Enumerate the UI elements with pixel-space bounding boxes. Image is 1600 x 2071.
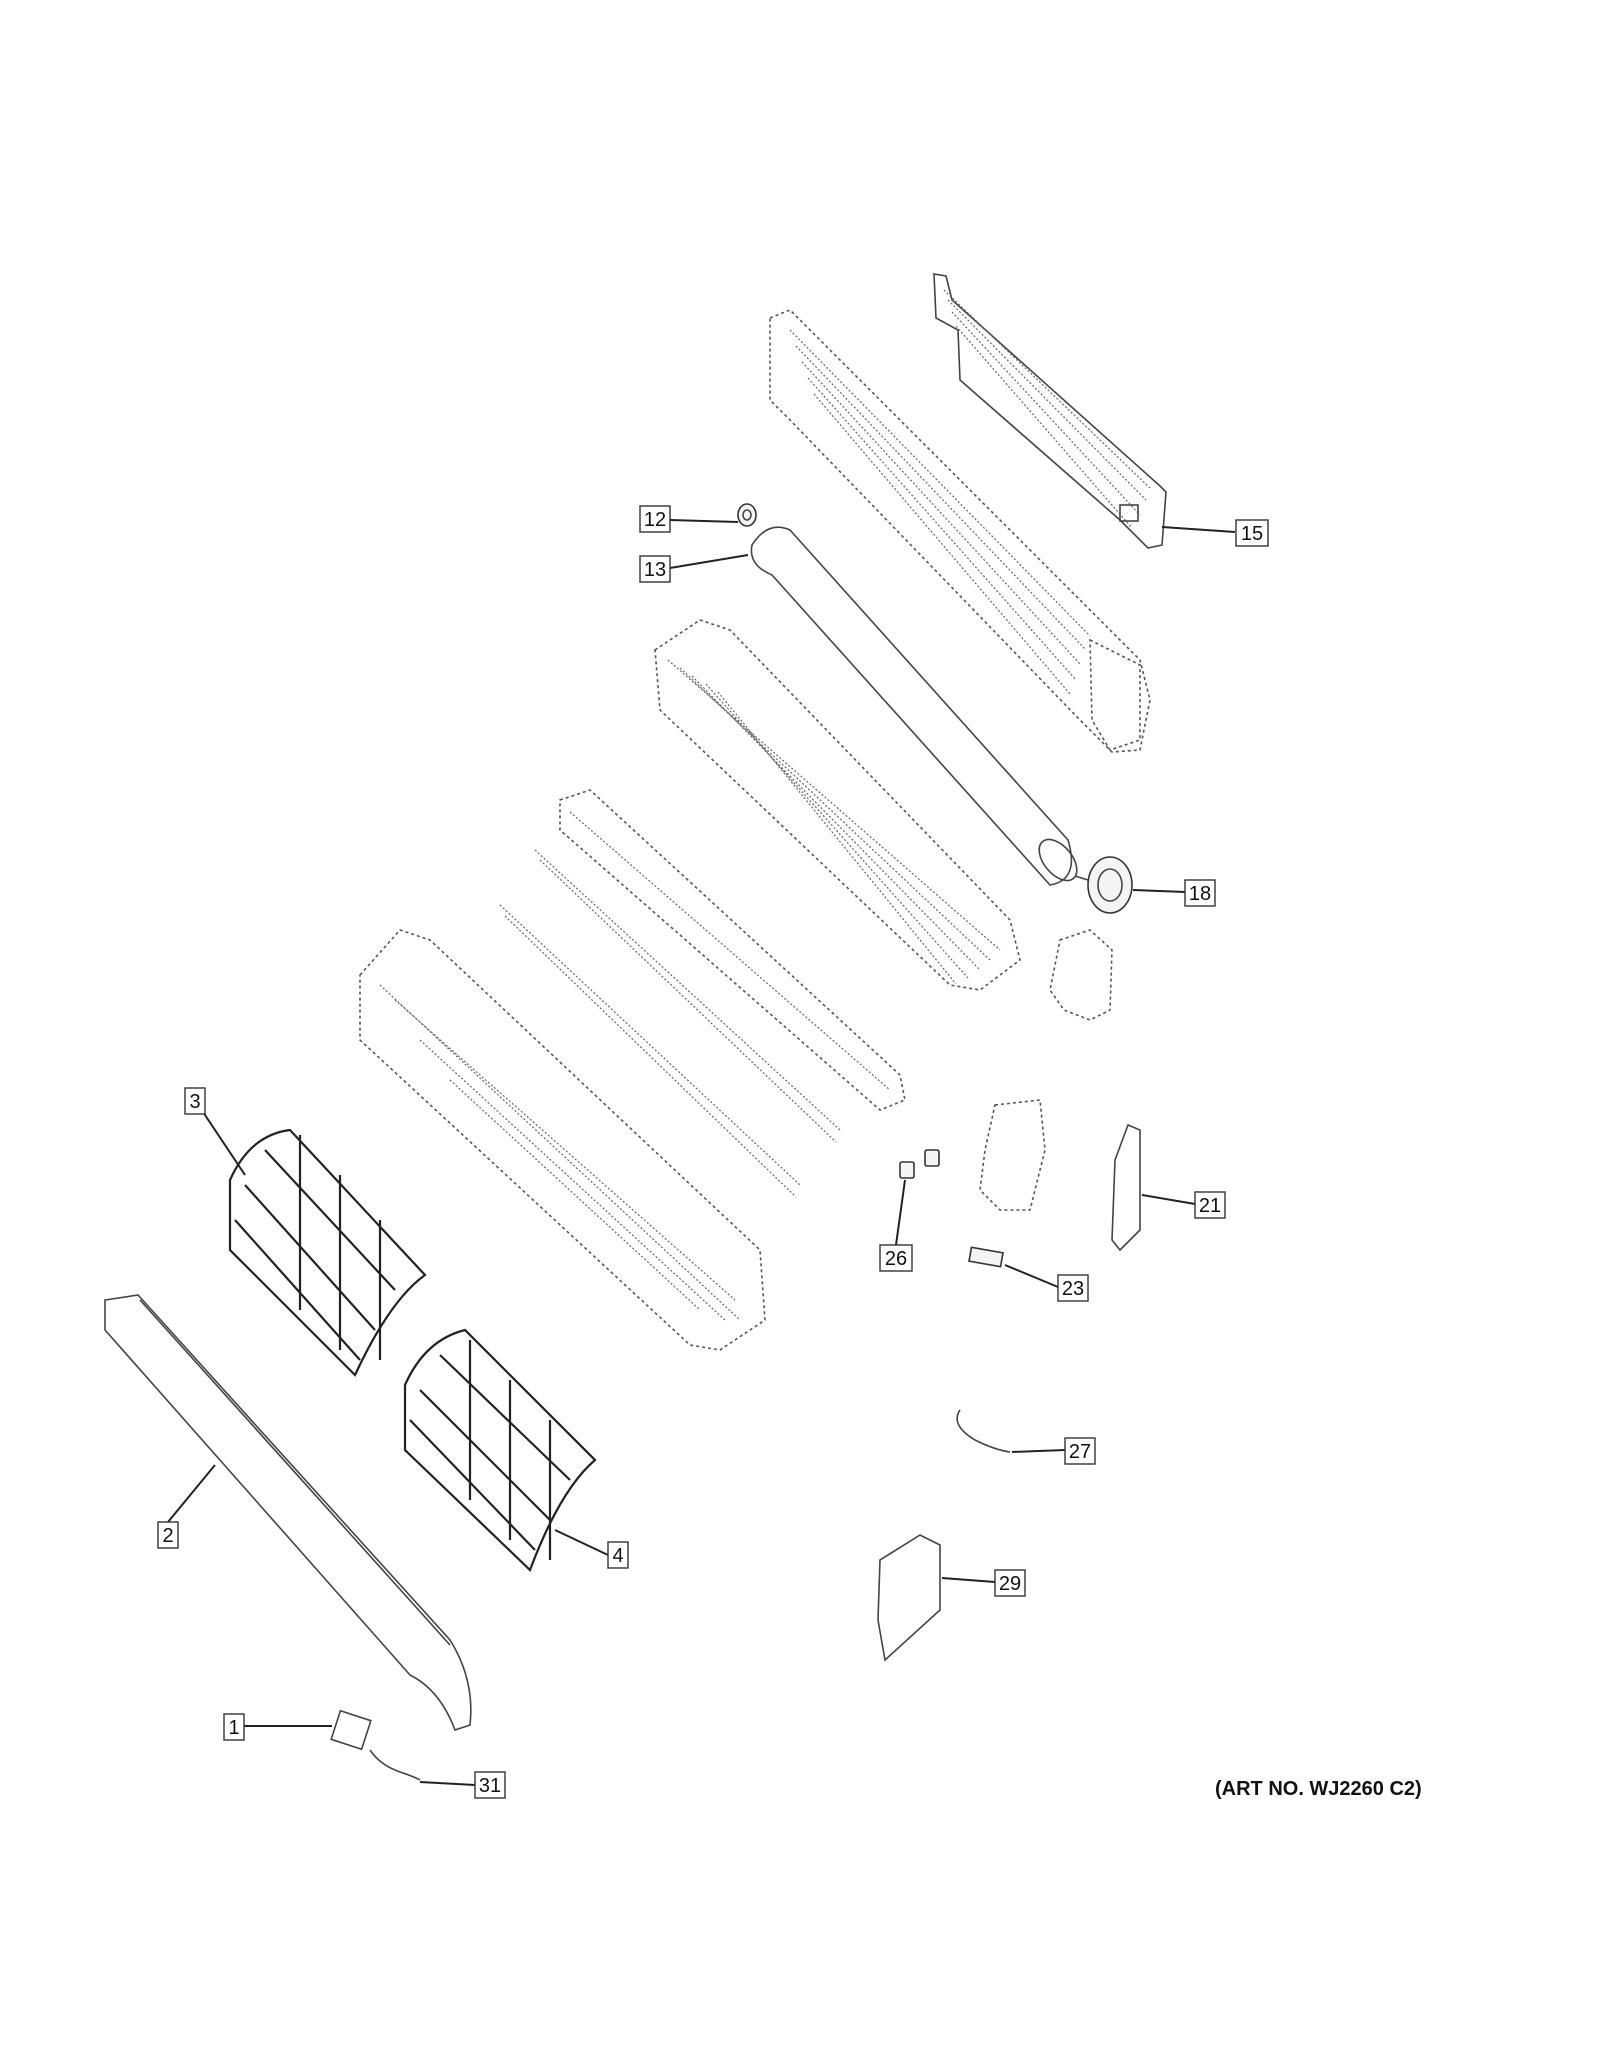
callout-31-label: 31 (479, 1775, 501, 1797)
callout-26: 26 (879, 1244, 913, 1272)
evaporator-coil (654, 619, 1021, 991)
part-3-air-filter-left (228, 1128, 427, 1377)
front-frame (359, 929, 766, 1351)
callout-4-label: 4 (612, 1545, 623, 1567)
art-number: (ART NO. WJ2260 C2) (1215, 1778, 1422, 1800)
callout-13: 13 (639, 555, 671, 583)
part-12-bearing (737, 503, 757, 527)
callout-4: 4 (607, 1541, 629, 1569)
callout-29: 29 (994, 1569, 1026, 1597)
control-box (979, 1099, 1046, 1211)
callout-23-label: 23 (1062, 1278, 1084, 1300)
part-23-terminal-block (968, 1246, 1004, 1268)
callout-2-label: 2 (162, 1525, 173, 1547)
callout-27-label: 27 (1069, 1441, 1091, 1463)
part-27-sensor-wire (956, 1409, 1011, 1453)
callout-18: 18 (1184, 879, 1216, 907)
chassis-housing (769, 309, 1151, 753)
part-13-blower-wheel (750, 526, 1078, 886)
motor-bracket (1049, 929, 1113, 1021)
callout-21-label: 21 (1199, 1195, 1221, 1217)
part-26-fittings (899, 1149, 940, 1179)
callout-23: 23 (1057, 1274, 1089, 1302)
part-29-electrical-cover (877, 1534, 941, 1662)
callout-1: 1 (223, 1713, 245, 1741)
callout-15: 15 (1235, 519, 1269, 547)
callout-21: 21 (1194, 1191, 1226, 1219)
callout-27: 27 (1064, 1437, 1096, 1465)
leader-lines (167, 519, 1236, 1786)
part-4-air-filter-right (403, 1328, 597, 1572)
callout-12-label: 12 (644, 509, 666, 531)
callout-18-label: 18 (1189, 883, 1211, 905)
callout-31: 31 (474, 1771, 506, 1799)
callout-15-label: 15 (1241, 523, 1263, 545)
part-21-cover (1111, 1123, 1141, 1252)
part-18-fan-motor (1074, 856, 1133, 914)
callout-3-label: 3 (189, 1091, 200, 1113)
callout-26-label: 26 (885, 1248, 907, 1270)
callout-1-label: 1 (228, 1717, 239, 1739)
part-1-display-board (330, 1709, 372, 1751)
part-31-wire-harness (369, 1749, 421, 1781)
callout-3: 3 (184, 1087, 206, 1115)
louver-assembly (559, 789, 906, 1111)
callout-12: 12 (639, 505, 671, 533)
part-2-front-panel (104, 1294, 472, 1732)
callout-13-label: 13 (644, 559, 666, 581)
callout-2: 2 (157, 1521, 179, 1549)
callout-29-label: 29 (999, 1573, 1021, 1595)
part-15-mounting-plate (933, 273, 1167, 549)
vane-strips (499, 849, 841, 1198)
